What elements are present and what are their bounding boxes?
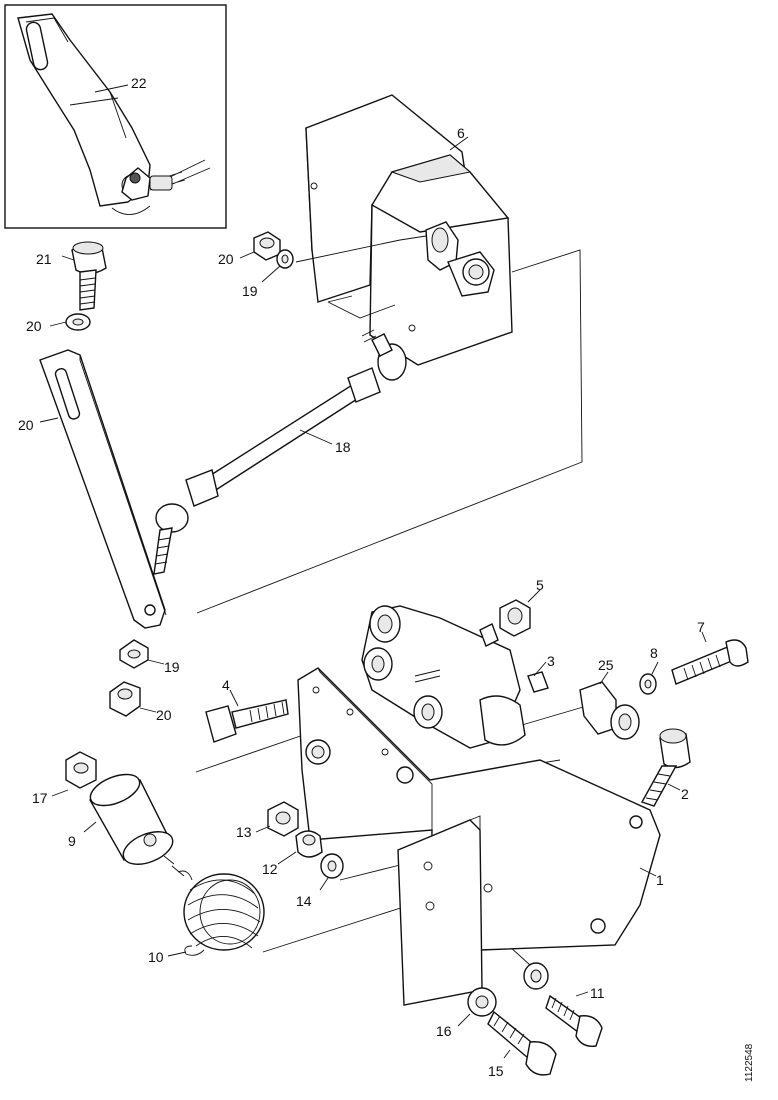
part-label-20-upper: 20: [218, 251, 234, 267]
bolt-2: [640, 728, 691, 807]
nut-20-lower: [109, 681, 141, 717]
part-label-15: 15: [488, 1063, 504, 1079]
part-label-22: 20: [26, 318, 42, 334]
nut-5: [499, 599, 531, 637]
washer-22: [65, 313, 91, 331]
inset-detail-box: 22: [4, 4, 227, 229]
bolt-7: [671, 639, 749, 685]
valve-body-3: [361, 605, 549, 749]
bracket-24-drawing: [17, 13, 211, 215]
washer-8: [639, 673, 657, 695]
part-label-13: 13: [236, 824, 252, 840]
part-label-17: 17: [32, 790, 48, 806]
part-label-11: 11: [590, 985, 605, 1001]
washer-16: [467, 987, 497, 1017]
part-label-4: 4: [222, 677, 230, 693]
nut-13: [267, 801, 299, 837]
washer-14: [320, 853, 344, 879]
lever-arm-21: [39, 349, 167, 629]
bolt-23: [71, 241, 107, 311]
part-label-7: 7: [697, 619, 705, 635]
figure-reference-code: 1122548: [744, 1043, 755, 1082]
part-label-3: 3: [547, 653, 555, 669]
actuator-housing-6: [305, 94, 513, 366]
clip-25: [579, 681, 640, 740]
part-label-21: 20: [18, 417, 34, 433]
bolt-15: [487, 1010, 557, 1076]
part-label-16: 16: [436, 1023, 452, 1039]
part-label-19-lower: 19: [164, 659, 180, 675]
linkage-rod-18: [153, 329, 407, 575]
part-label-2: 2: [681, 786, 689, 802]
part-label-6: 6: [457, 125, 465, 141]
part-label-10: 10: [148, 949, 164, 965]
washer-19-lower: [119, 639, 149, 669]
coil-spring-10: [171, 865, 265, 956]
part-label-20-lower: 20: [156, 707, 172, 723]
part-label-23: 21: [36, 251, 52, 267]
part-label-5: 5: [536, 577, 544, 593]
spring-housing-9: [88, 773, 175, 865]
washer-near-11: [523, 962, 549, 990]
nut-17: [65, 751, 97, 789]
part-label-24: 22: [131, 75, 147, 91]
mounting-bracket-1: [297, 667, 661, 1006]
nut-20-upper: [253, 231, 294, 269]
bolt-4: [205, 699, 289, 743]
part-label-25: 25: [598, 657, 614, 673]
spacer-12: [295, 830, 323, 858]
part-label-8: 8: [650, 645, 658, 661]
part-label-19-upper: 19: [242, 283, 258, 299]
part-label-9: 9: [68, 833, 76, 849]
part-label-14: 14: [296, 893, 312, 909]
part-label-18: 18: [335, 439, 351, 455]
part-label-12: 12: [262, 861, 278, 877]
bolt-11: [545, 994, 603, 1047]
part-label-1: 1: [656, 872, 664, 888]
